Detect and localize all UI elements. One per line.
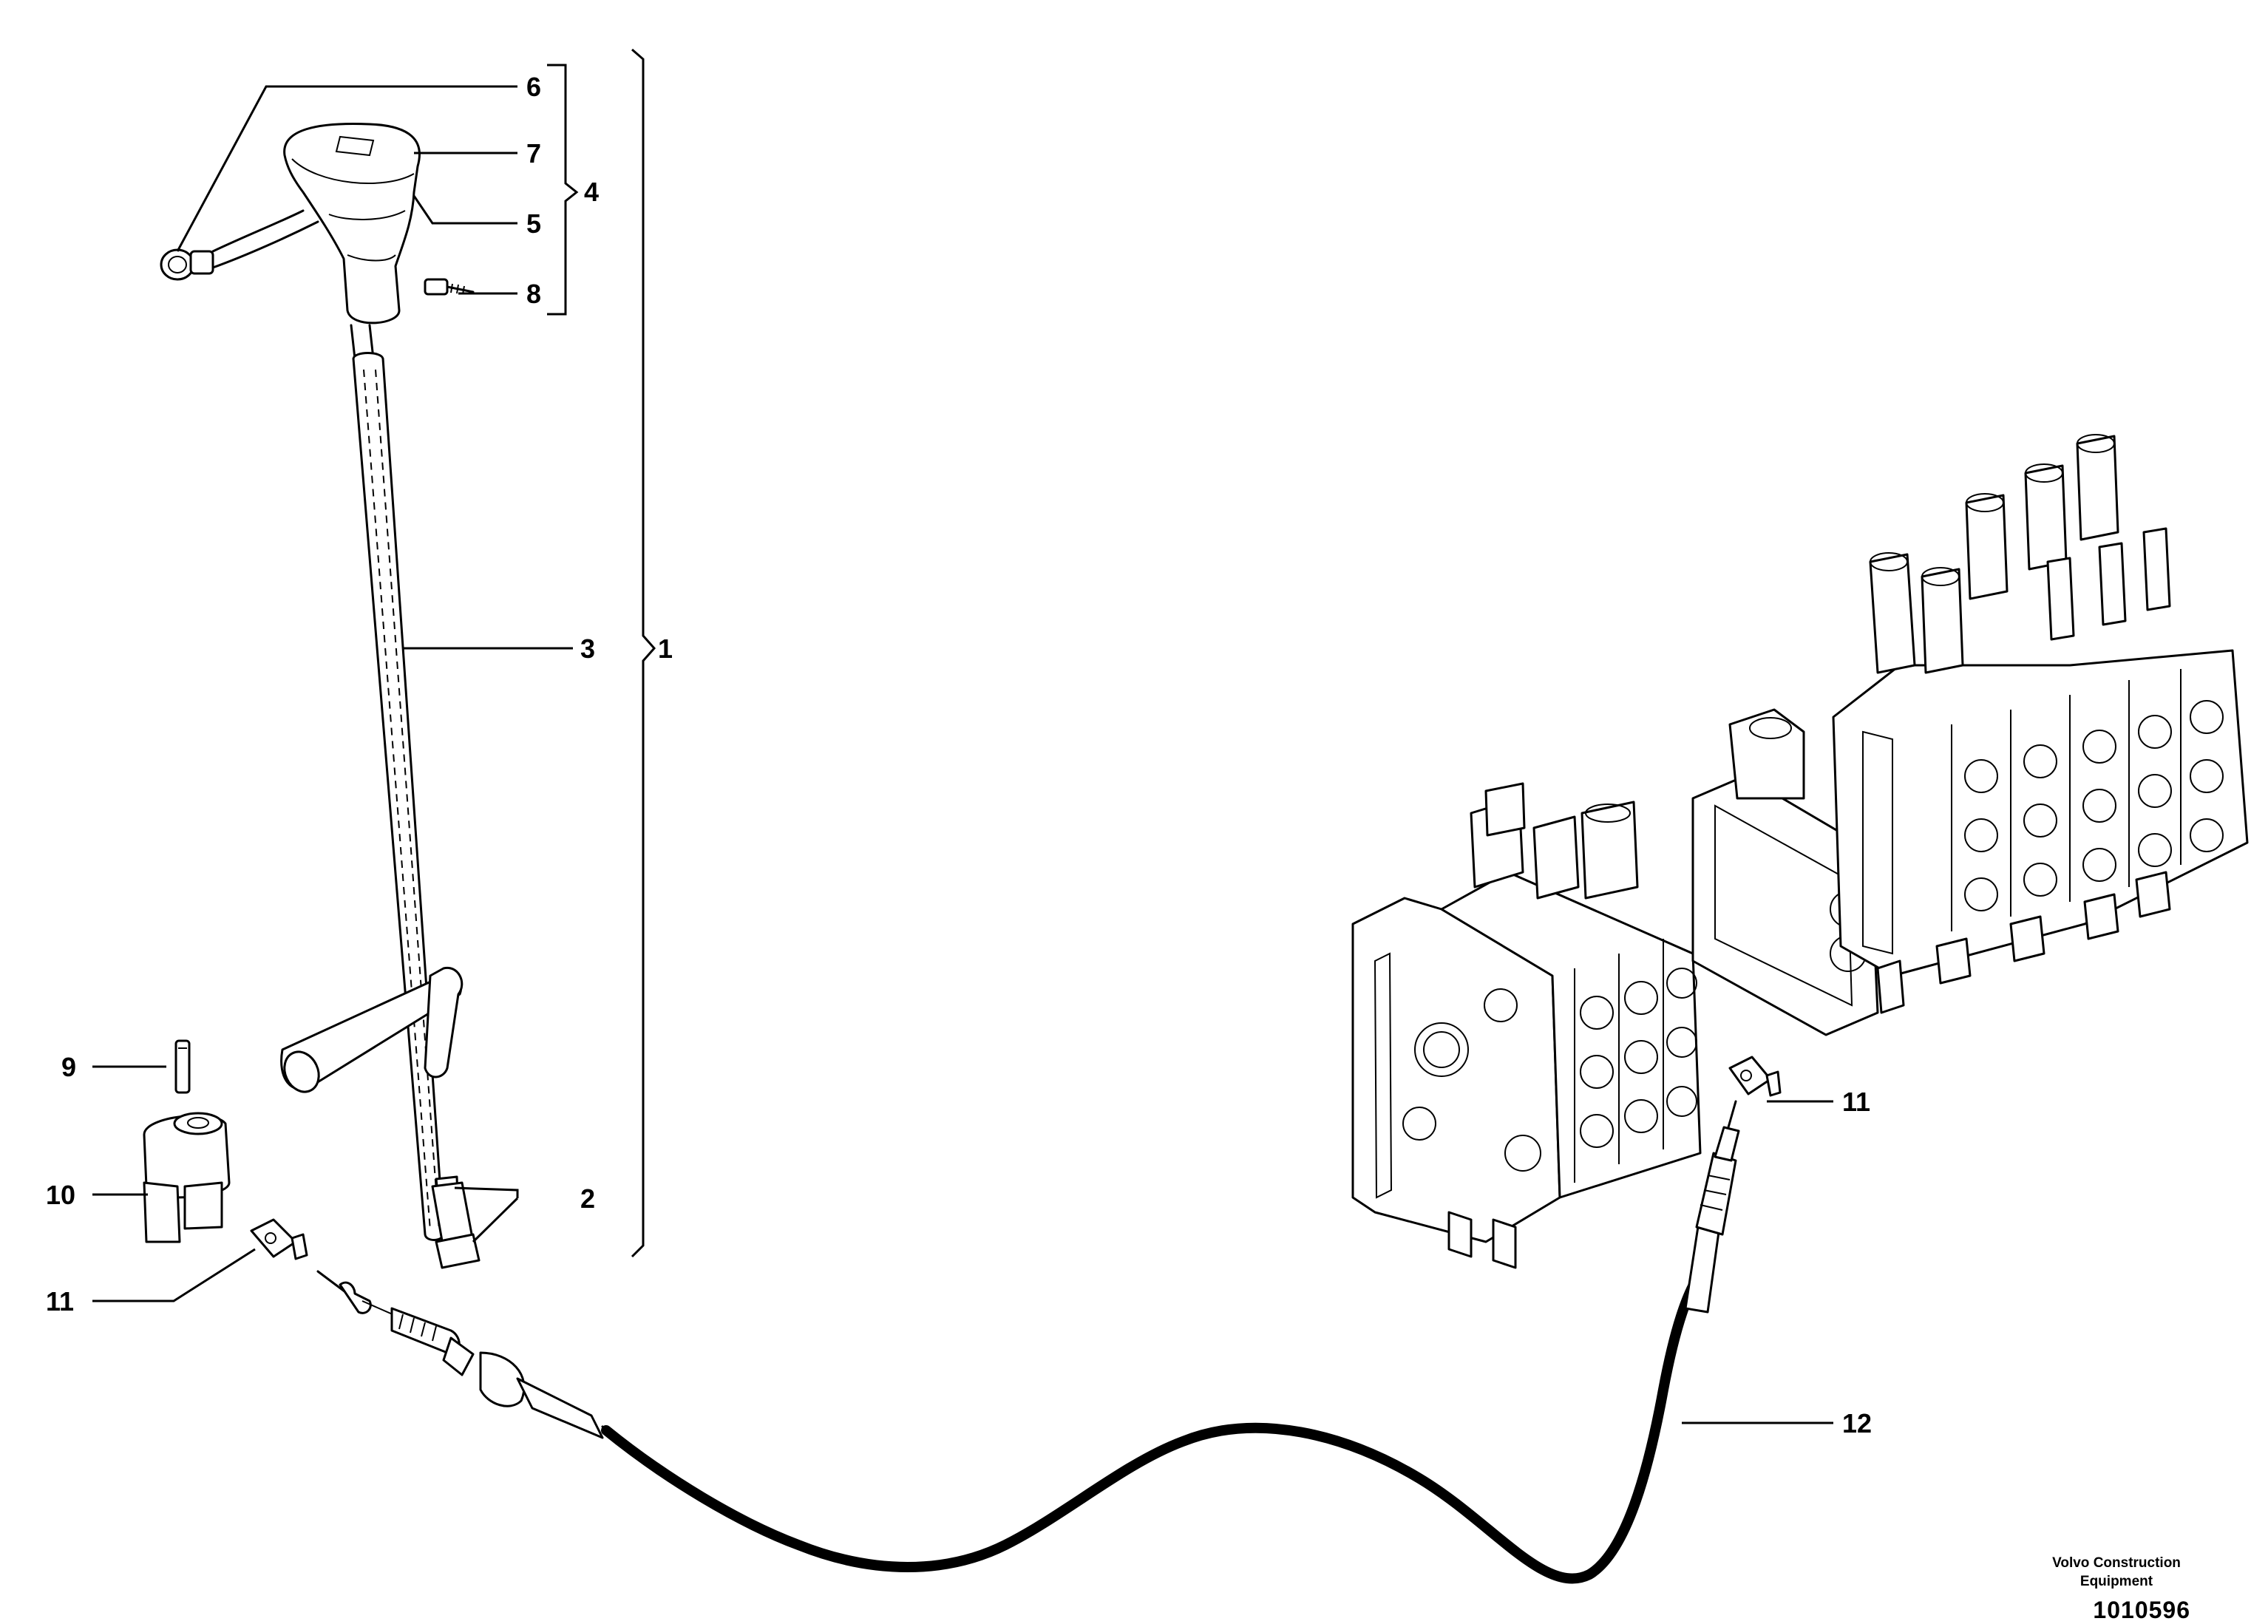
callout-6: 6 (526, 72, 541, 102)
callout-1: 1 (658, 633, 673, 664)
callout-11-left: 11 (46, 1286, 74, 1316)
callout-3: 3 (580, 633, 595, 664)
control-cable (316, 1100, 1740, 1584)
lever-end-clip (431, 1175, 481, 1269)
clevis (143, 1112, 231, 1243)
leader-lines (92, 85, 1833, 1424)
lever-pin (280, 966, 464, 1093)
callout-7: 7 (526, 138, 541, 169)
bracket-assembly-4 (547, 64, 579, 316)
lever-rod (350, 324, 445, 1241)
callout-2: 2 (580, 1183, 595, 1214)
cable-clevis-right (1728, 1056, 1782, 1097)
callout-11-right: 11 (1842, 1087, 1870, 1117)
brand-name-line-2: Equipment (2079, 1574, 2153, 1589)
bracket-assembly-1 (631, 48, 656, 1258)
callout-12: 12 (1842, 1408, 1872, 1438)
knob (283, 123, 421, 325)
callout-5: 5 (526, 208, 541, 239)
callout-8: 8 (526, 279, 541, 309)
callout-9: 9 (61, 1052, 76, 1082)
control-valve (1351, 434, 2249, 1269)
roll-pin (174, 1039, 191, 1094)
screw (424, 278, 475, 296)
valve-ports-right (1964, 700, 2224, 911)
drawing-number: 1010596 (2093, 1597, 2190, 1623)
switch (160, 209, 319, 281)
callout-10: 10 (46, 1180, 75, 1210)
brand-name: Volvo Construction (2052, 1555, 2181, 1571)
cable-clevis-left (250, 1218, 308, 1260)
callout-4: 4 (584, 177, 599, 207)
